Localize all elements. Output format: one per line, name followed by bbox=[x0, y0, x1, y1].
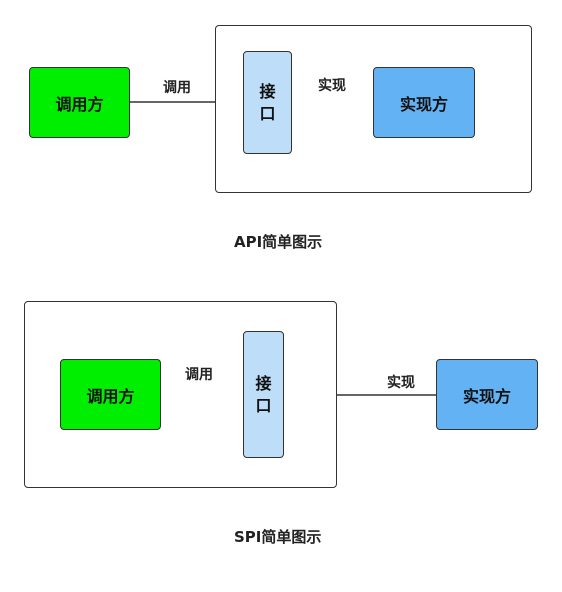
api-caption: API简单图示 bbox=[234, 233, 323, 251]
spi-interface-label: 接口 bbox=[255, 373, 272, 415]
api-interface-label: 接口 bbox=[259, 81, 276, 123]
api-call-edge-label: 调用 bbox=[163, 80, 191, 96]
spi-caller-label: 调用方 bbox=[86, 386, 135, 406]
spi-implementer-label: 实现方 bbox=[462, 386, 511, 406]
api-implementer-node: 实现方 bbox=[373, 67, 475, 138]
api-caller-node: 调用方 bbox=[29, 67, 130, 138]
spi-caller-node: 调用方 bbox=[60, 359, 161, 430]
spi-interface-node: 接口 bbox=[243, 331, 284, 458]
api-caller-label: 调用方 bbox=[55, 94, 104, 114]
api-implement-edge-label: 实现 bbox=[318, 78, 346, 94]
api-interface-node: 接口 bbox=[243, 51, 292, 154]
spi-caption: SPI简单图示 bbox=[234, 528, 322, 546]
spi-implement-edge-label: 实现 bbox=[387, 375, 415, 391]
spi-implementer-node: 实现方 bbox=[436, 359, 538, 430]
spi-call-edge-label: 调用 bbox=[185, 367, 213, 383]
api-implementer-label: 实现方 bbox=[399, 94, 448, 114]
